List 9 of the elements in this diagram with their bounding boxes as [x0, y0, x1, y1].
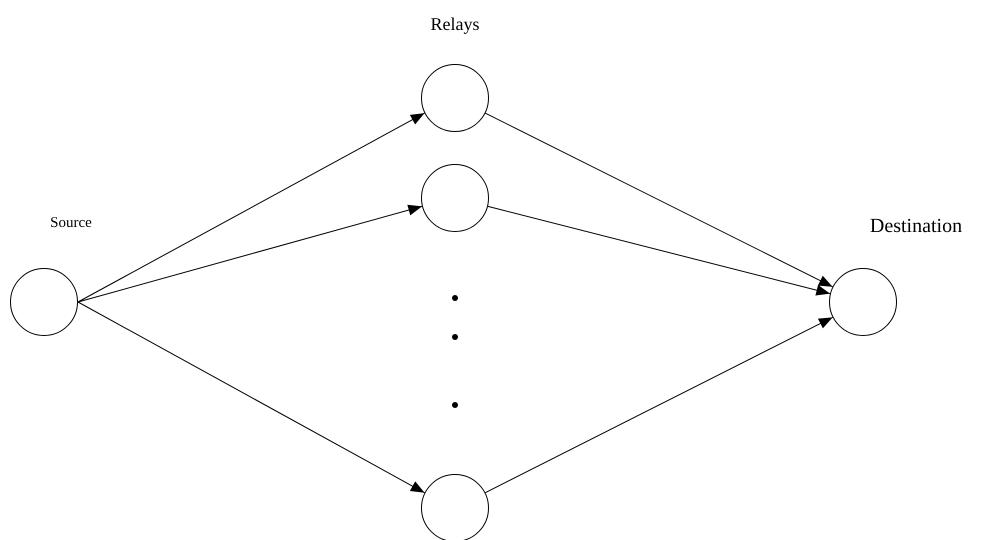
group-heading: Relays — [430, 14, 480, 35]
node-label: Destination — [870, 214, 962, 238]
arrow — [78, 204, 423, 302]
node-label: Source — [50, 214, 92, 232]
arrow — [487, 206, 831, 296]
arrow — [484, 316, 834, 494]
arrow — [78, 112, 426, 302]
arrow — [484, 112, 834, 288]
arrow — [78, 302, 426, 494]
